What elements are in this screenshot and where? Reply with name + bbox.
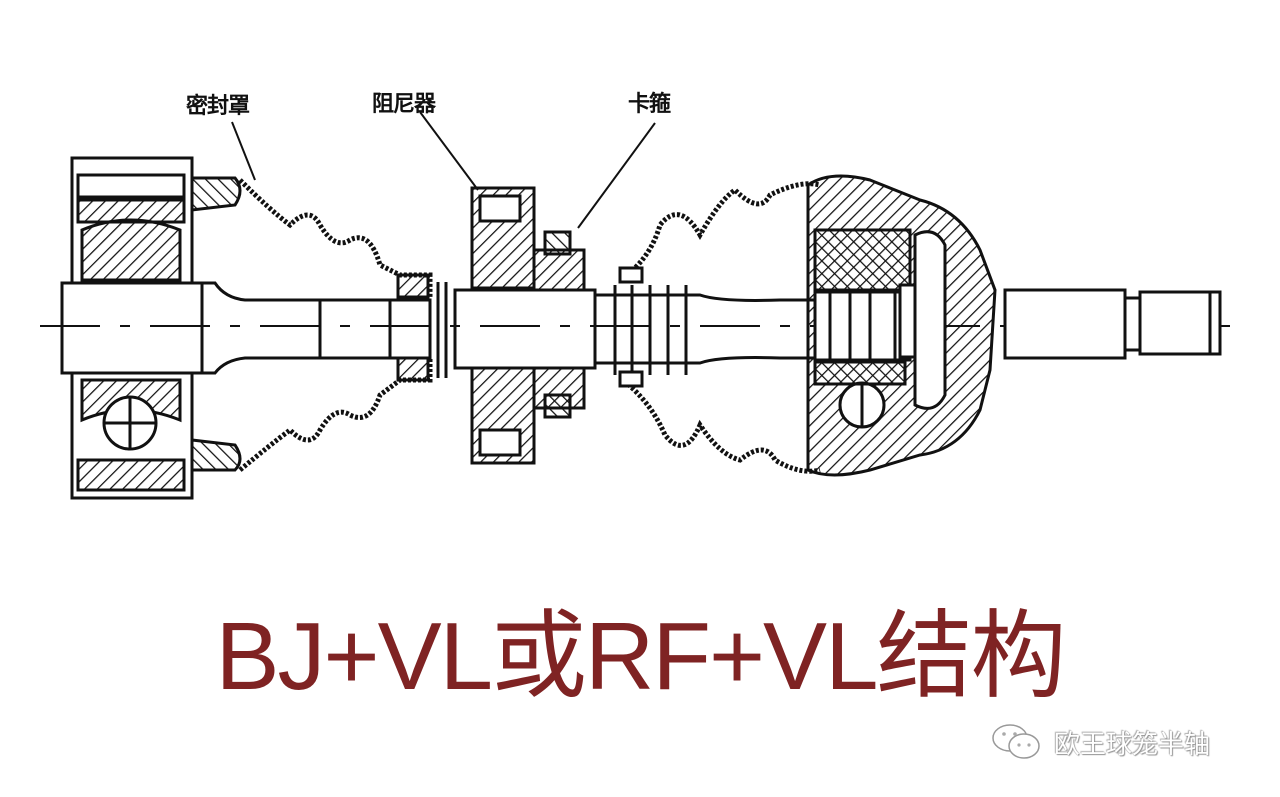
left-boot	[238, 178, 433, 298]
watermark: 欧王球笼半轴	[990, 722, 1210, 762]
inner-joint-vl	[70, 156, 242, 500]
leader-clamp	[577, 122, 656, 229]
diagram-title: BJ+VL或RF+VL结构	[215, 603, 1067, 710]
leader-damper	[419, 111, 479, 191]
cv-joint-driveshaft-diagram	[40, 111, 1232, 500]
outer-joint-bj	[806, 174, 997, 477]
right-boot	[618, 181, 821, 283]
stub-axle	[1003, 288, 1222, 360]
watermark-text: 欧王球笼半轴	[1054, 729, 1211, 760]
callout-label-clamp: 卡箍	[628, 91, 671, 117]
callout-label-damper: 阻尼器	[372, 91, 436, 117]
callout-label-boot: 密封罩	[186, 93, 250, 119]
wechat-icon	[992, 724, 1040, 759]
half-shaft	[40, 281, 1232, 378]
damper	[470, 186, 586, 465]
leader-boot	[231, 121, 256, 181]
